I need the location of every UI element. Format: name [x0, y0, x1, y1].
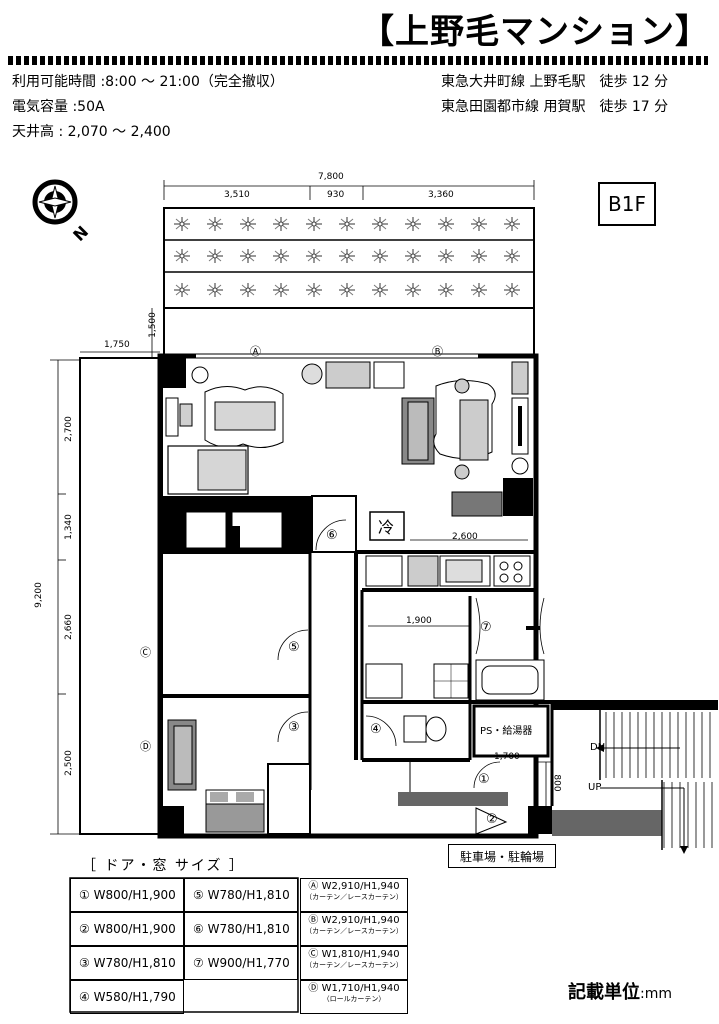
- plant-icon: [272, 216, 290, 232]
- plant-icon: [503, 282, 521, 298]
- dim-height-3: 2,660: [63, 614, 74, 640]
- plant-icon: [404, 216, 422, 232]
- door-7-marker: ⑦: [480, 620, 492, 635]
- plant-icon: [437, 282, 455, 298]
- plant-icon: [371, 248, 389, 264]
- window-size-d: Ⓓ W1,710/H1,940（ロールカーテン）: [300, 980, 408, 1014]
- door-3-marker: ③: [288, 720, 300, 735]
- fridge-label: 冷: [378, 518, 395, 537]
- dim-total-height: 9,200: [33, 582, 44, 608]
- stairs-up-label: UP: [588, 782, 602, 793]
- station2-text: 東急田園都市線 用賀駅 徒歩 17 分: [441, 99, 669, 115]
- plant-icon: [272, 282, 290, 298]
- dim-height-4: 2,500: [63, 750, 74, 776]
- window-d-marker: Ⓓ: [140, 740, 151, 753]
- door-size-6: ⑥ W780/H1,810: [184, 912, 298, 946]
- unit-note: 記載単位:mm: [568, 982, 672, 1003]
- door-size-2: ② W800/H1,900: [70, 912, 184, 946]
- plant-icon: [470, 216, 488, 232]
- plant-icon: [239, 282, 257, 298]
- stairs-down-label: DN: [590, 742, 606, 753]
- dim-stairs-v: 800: [551, 774, 562, 792]
- dim-width-1: 3,510: [224, 190, 250, 200]
- plant-icon: [206, 216, 224, 232]
- plant-icon: [437, 216, 455, 232]
- dim-total-width: 7,800: [318, 172, 344, 182]
- plant-icon: [470, 282, 488, 298]
- dim-height-1: 2,700: [63, 416, 74, 442]
- plant-icon: [503, 216, 521, 232]
- dim-stairs: 1,700: [494, 752, 520, 762]
- dim-height-2: 1,340: [63, 514, 74, 540]
- door-size-3: ③ W780/H1,810: [70, 946, 184, 980]
- dim-kitchen: 2,600: [452, 532, 478, 542]
- door-size-4: ④ W580/H1,790: [70, 980, 184, 1014]
- window-size-b: Ⓑ W2,910/H1,940（カーテン／レースカーテン）: [300, 912, 408, 946]
- plant-icon: [239, 216, 257, 232]
- plant-icon: [338, 282, 356, 298]
- ps-label: PS・給湯器: [480, 726, 533, 737]
- window-b-marker: Ⓑ: [432, 345, 443, 358]
- plant-icon: [305, 248, 323, 264]
- plant-icon: [272, 248, 290, 264]
- door-size-1: ① W800/H1,900: [70, 878, 184, 912]
- plant-icon: [173, 248, 191, 264]
- door-5-marker: ⑤: [288, 640, 300, 655]
- plant-icon: [338, 248, 356, 264]
- door-size-7: ⑦ W900/H1,770: [184, 946, 298, 980]
- station1-text: 東急大井町線 上野毛駅 徒歩 12 分: [441, 74, 669, 90]
- dim-bath: 1,900: [406, 616, 432, 626]
- plant-icon: [470, 248, 488, 264]
- ceiling-text: 天井高 : 2,070 ～ 2,400: [12, 124, 171, 140]
- door-6-marker: ⑥: [326, 528, 338, 543]
- hours-text: 利用可能時間 :8:00 ～ 21:00（完全撤収）: [12, 74, 284, 90]
- compass-icon: [32, 179, 78, 225]
- door-1-marker: ①: [478, 772, 490, 787]
- dim-width-2: 930: [327, 190, 345, 200]
- door-4-marker: ④: [370, 722, 382, 737]
- plant-icon: [305, 216, 323, 232]
- plant-icon: [206, 248, 224, 264]
- dashed-divider: [8, 56, 708, 65]
- dim-width-3: 3,360: [428, 190, 454, 200]
- plant-icon: [371, 282, 389, 298]
- plant-icon: [437, 248, 455, 264]
- plant-icon: [404, 282, 422, 298]
- sizes-title: ［ ドア・窓 サイズ ］: [82, 858, 245, 874]
- page-title: 【上野毛マンション】: [360, 12, 710, 52]
- plant-icon: [173, 216, 191, 232]
- plant-icon: [206, 282, 224, 298]
- window-size-a: Ⓐ W2,910/H1,940（カーテン／レースカーテン）: [300, 878, 408, 912]
- power-text: 電気容量 :50A: [12, 99, 105, 115]
- plant-icon: [239, 248, 257, 264]
- plant-icon: [404, 248, 422, 264]
- window-size-c: Ⓒ W1,810/H1,940（カーテン／レースカーテン）: [300, 946, 408, 980]
- plant-icon: [503, 248, 521, 264]
- plant-icon: [338, 216, 356, 232]
- dim-left: 1,750: [104, 340, 130, 350]
- plant-icon: [173, 282, 191, 298]
- plant-icon: [305, 282, 323, 298]
- parking-label: 駐車場・駐輪場: [448, 844, 556, 868]
- window-a-marker: Ⓐ: [250, 345, 261, 358]
- window-c-marker: Ⓒ: [140, 646, 151, 659]
- door-size-5: ⑤ W780/H1,810: [184, 878, 298, 912]
- floor-label: B1F: [598, 182, 656, 226]
- plant-icon: [371, 216, 389, 232]
- door-2-marker: ②: [486, 812, 498, 827]
- dim-top: 1,500: [147, 312, 158, 338]
